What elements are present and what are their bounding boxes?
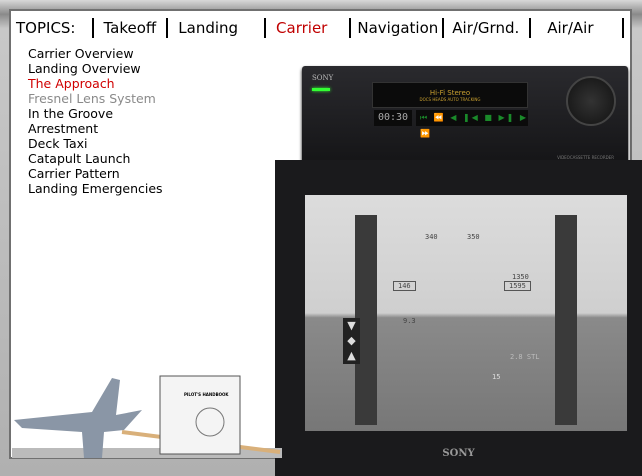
topics-nav: TOPICS: Takeoff Landing Carrier Navigati…: [16, 18, 634, 38]
topic-deck-taxi[interactable]: Deck Taxi: [28, 136, 88, 151]
hud-value1: 9.3: [403, 317, 416, 325]
display-line1: Hi-Fi Stereo: [429, 89, 471, 97]
video-screen[interactable]: 340 350 146 1350 1595 9.3 2.8 STL 15: [305, 195, 627, 431]
hud-heading-right: 350: [467, 233, 480, 241]
hud-altitude: 1595: [504, 281, 531, 291]
jet-model-icon: [12, 375, 282, 458]
hud-value2: 2.8 STL: [510, 353, 540, 361]
topic-carrier-pattern[interactable]: Carrier Pattern: [28, 166, 120, 181]
hud-pitch: 15: [492, 373, 501, 381]
jog-dial[interactable]: [566, 76, 616, 126]
topic-fresnel-lens-system[interactable]: Fresnel Lens System: [28, 91, 156, 106]
canopy-frame-left: [355, 215, 377, 425]
vcr-brand: SONY: [312, 74, 334, 82]
topic-arrestment[interactable]: Arrestment: [28, 121, 99, 136]
tab-air-ground[interactable]: Air/Grnd.: [452, 19, 520, 37]
hud-heading-left: 340: [425, 233, 438, 241]
vcr: SONY Hi-Fi Stereo DOCS HEADS AUTO TRACKI…: [302, 66, 628, 168]
divider: [264, 18, 267, 38]
tab-air-air[interactable]: Air/Air: [547, 19, 594, 37]
tv: 340 350 146 1350 1595 9.3 2.8 STL 15 ▼◆▲…: [275, 160, 642, 476]
topic-landing-overview[interactable]: Landing Overview: [28, 61, 141, 76]
playback-controls[interactable]: ⏮ ⏪ ◀ ❚◀ ■ ▶❚ ▶ ⏩: [416, 110, 528, 138]
topic-catapult-launch[interactable]: Catapult Launch: [28, 151, 131, 166]
divider: [442, 18, 445, 38]
power-led: [312, 88, 330, 91]
divider: [529, 18, 532, 38]
hud-airspeed: 146: [393, 281, 416, 291]
display-line2: DOCS HEADS AUTO TRACKING: [419, 97, 481, 102]
divider: [166, 18, 169, 38]
topic-carrier-overview[interactable]: Carrier Overview: [28, 46, 134, 61]
divider: [621, 18, 624, 38]
topic-the-approach[interactable]: The Approach: [28, 76, 115, 91]
desk-props: PILOT'S HANDBOOK: [12, 370, 282, 458]
tab-landing[interactable]: Landing: [178, 19, 239, 37]
tv-brand: SONY: [442, 448, 475, 459]
vcr-model: VIDEOCASSETTE RECORDER: [557, 155, 614, 160]
divider: [349, 18, 352, 38]
canopy-frame-right: [555, 215, 577, 425]
vcr-time: 00:30: [374, 110, 412, 126]
tab-navigation[interactable]: Navigation: [357, 19, 439, 37]
topic-landing-emergencies[interactable]: Landing Emergencies: [28, 181, 163, 196]
topic-in-the-groove[interactable]: In the Groove: [28, 106, 114, 121]
divider: [91, 18, 94, 38]
tab-carrier[interactable]: Carrier: [276, 19, 328, 37]
tab-takeoff[interactable]: Takeoff: [103, 19, 157, 37]
topic-list: Carrier Overview Landing Overview The Ap…: [28, 46, 163, 196]
topics-label: TOPICS:: [16, 19, 76, 37]
vsi-indicator: ▼◆▲: [343, 318, 360, 364]
hud-altitude-cmd: 1350: [512, 273, 529, 281]
vcr-display: Hi-Fi Stereo DOCS HEADS AUTO TRACKING: [372, 82, 528, 108]
handbook-title: PILOT'S HANDBOOK: [184, 392, 229, 397]
